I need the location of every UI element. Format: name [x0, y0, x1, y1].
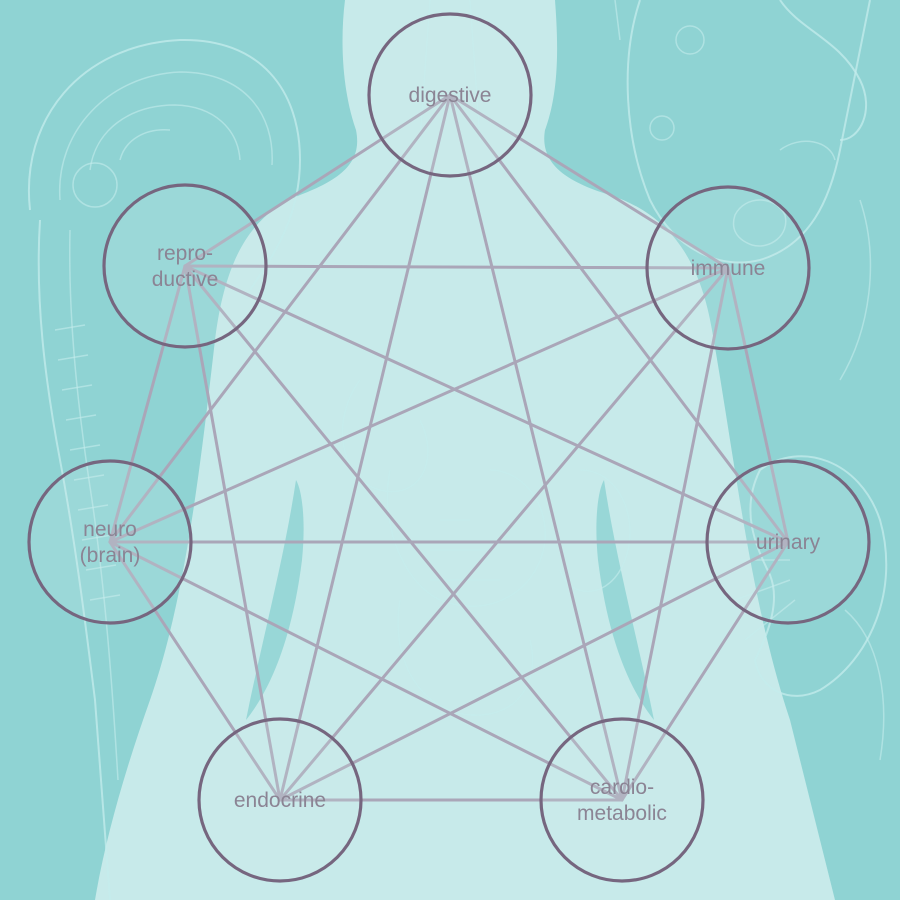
edge-immune-repro: [183, 264, 730, 270]
edge-digestive-endocrine: [278, 93, 452, 802]
node-circle-urinary: [705, 459, 871, 625]
node-label-cardio-line-2: metabolic: [577, 802, 667, 825]
node-circle-repro: [102, 183, 268, 349]
node-label-repro-line-2: ductive: [152, 268, 219, 291]
edge-cardio-repro: [183, 264, 624, 802]
edge-urinary-repro: [183, 264, 790, 544]
edge-immune-urinary: [726, 266, 790, 544]
node-label-cardio-line-1: cardio-: [590, 776, 654, 799]
nodes-layer: digestive immune urinary cardio-metabolic en…: [27, 12, 871, 883]
edge-immune-endocrine: [278, 266, 730, 802]
edge-digestive-repro: [183, 93, 452, 268]
edge-urinary-cardio: [620, 540, 790, 802]
node-label-immune: immune: [691, 257, 766, 280]
edge-digestive-urinary: [448, 93, 790, 544]
edge-endocrine-repro: [183, 264, 282, 802]
edge-digestive-immune: [448, 93, 730, 270]
edge-immune-cardio: [620, 266, 730, 802]
edges-layer: [108, 93, 790, 802]
edge-digestive-cardio: [448, 93, 624, 802]
edge-neuro-repro: [108, 264, 187, 544]
node-repro: repro-ductive: [102, 183, 268, 349]
node-label-endocrine: endocrine: [234, 789, 326, 812]
edge-endocrine-neuro: [108, 540, 282, 802]
node-circle-immune: [645, 185, 811, 351]
digestive-organs-sketch-icon: [614, 0, 872, 381]
node-immune: immune: [645, 185, 811, 351]
node-neuro: neuro (brain): [27, 459, 193, 625]
edge-digestive-neuro: [108, 93, 452, 544]
node-circle-digestive: [367, 12, 533, 178]
brain-spine-sketch-icon: [27, 38, 302, 900]
node-urinary: urinary: [705, 459, 871, 625]
node-circle-cardio: [539, 717, 705, 883]
node-cardio: cardio-metabolic: [539, 717, 705, 883]
node-digestive: digestive: [367, 12, 533, 178]
edge-cardio-neuro: [108, 540, 624, 802]
edge-urinary-endocrine: [278, 540, 790, 802]
node-label-neuro-line-1: neuro: [83, 518, 137, 541]
node-endocrine: endocrine: [197, 717, 363, 883]
edge-immune-neuro: [108, 266, 730, 544]
node-circle-endocrine: [197, 717, 363, 883]
node-label-urinary: urinary: [756, 531, 821, 554]
node-label-digestive: digestive: [409, 84, 492, 107]
node-circle-neuro: [27, 459, 193, 625]
node-label-repro-line-1: repro-: [157, 242, 213, 265]
node-label-neuro-line-2: (brain): [80, 544, 141, 567]
human-torso-silhouette-icon: [95, 0, 835, 900]
